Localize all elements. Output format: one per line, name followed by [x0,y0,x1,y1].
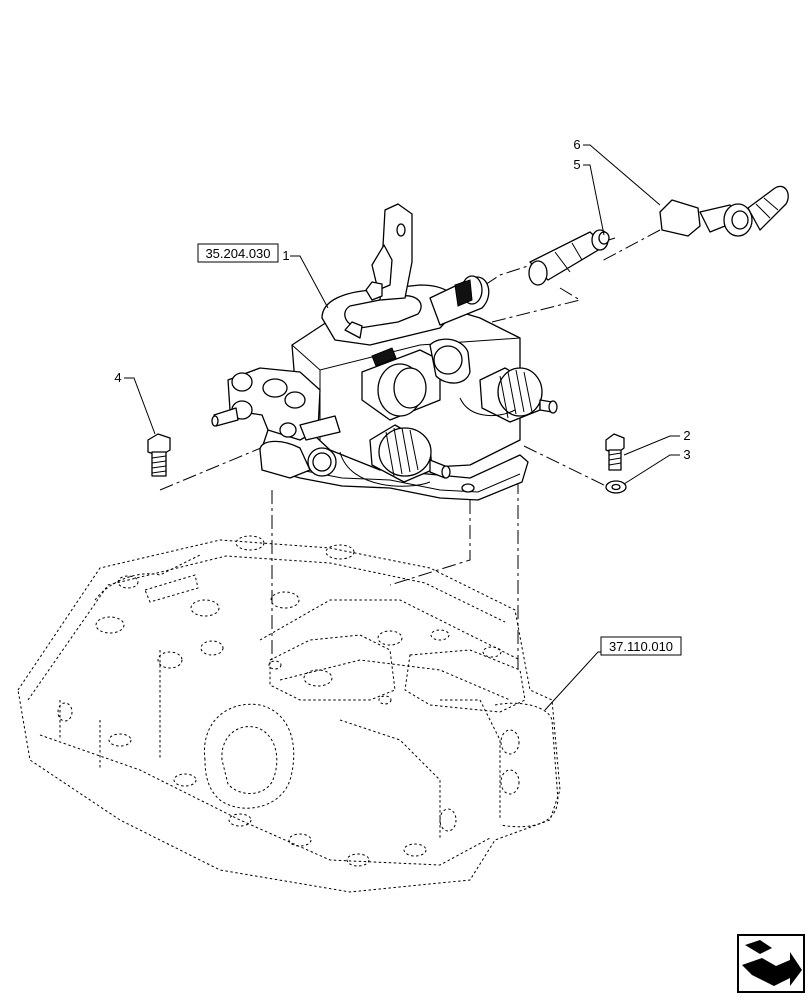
bolt-item-4 [147,433,171,477]
callout-6: 6 [573,137,580,152]
callout-5: 5 [573,157,580,172]
callout-4: 4 [114,370,121,385]
bolt-item-2 [605,433,625,471]
callout-3: 3 [683,447,690,462]
hose-elbow-fitting [659,185,789,237]
callout-leaders [124,144,680,711]
callout-2: 2 [683,428,690,443]
callout-1: 1 [282,248,289,263]
control-valve-assembly [211,203,558,501]
assembly-center-lines [159,229,661,670]
reference-label-housing[interactable]: 37.110.010 [609,639,673,654]
next-page-arrow-icon[interactable] [737,934,805,993]
reference-label-valve[interactable]: 35.204.030 [205,246,270,261]
reference-box-valve[interactable]: 35.204.030 [197,243,279,263]
rear-housing-phantom [17,535,561,893]
washer-item-3 [605,480,627,494]
adapter-fitting [528,229,610,286]
reference-box-housing[interactable]: 37.110.010 [600,636,682,656]
